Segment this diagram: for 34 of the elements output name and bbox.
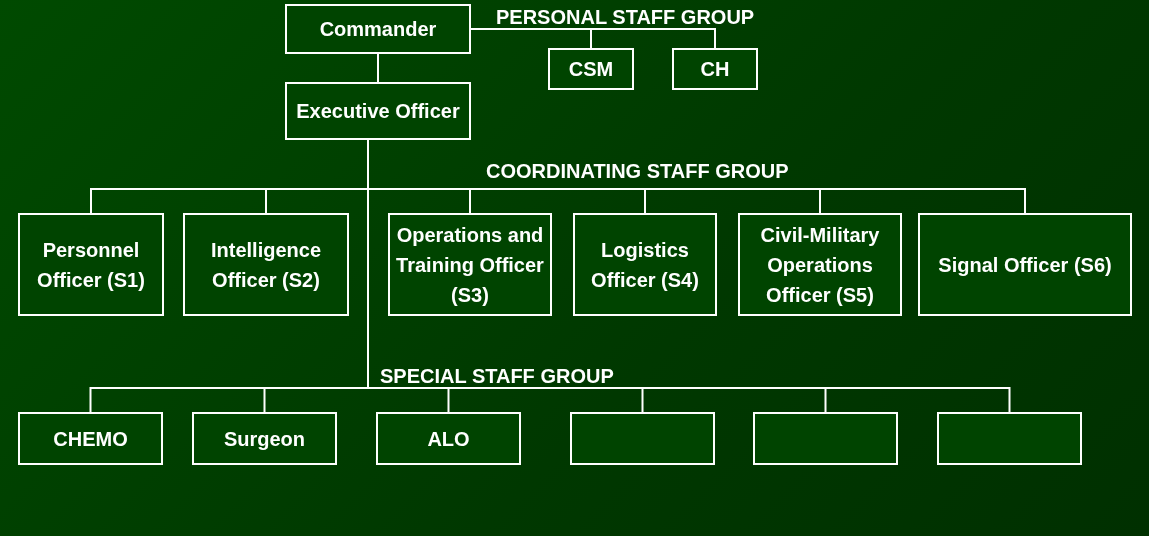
box-label: ALO (426, 426, 471, 452)
connector-line (377, 53, 379, 83)
box-label: Civil-Military Operations Officer (S5) (759, 222, 881, 308)
staff-box (285, 82, 471, 140)
staff-box (738, 213, 902, 316)
box-label: Commander (318, 17, 438, 42)
box-label: Personnel Officer (S1) (36, 237, 146, 293)
box-label: Surgeon (222, 426, 307, 452)
connector-line (470, 28, 716, 49)
staff-box (672, 48, 758, 90)
staff-box (573, 213, 717, 316)
box-label: CHEMO (52, 426, 129, 452)
staff-box (18, 412, 163, 465)
staff-box (918, 213, 1132, 316)
box-label: CSM (567, 57, 615, 82)
box-label: Operations and Training Officer (S3) (395, 222, 545, 308)
staff-box (183, 213, 349, 316)
staff-box (548, 48, 634, 90)
group-heading: COORDINATING STAFF GROUP (486, 160, 789, 182)
empty-box (570, 412, 715, 465)
empty-box (753, 412, 898, 465)
staff-box (18, 213, 164, 316)
staff-box (285, 4, 471, 54)
box-label: Signal Officer (S6) (937, 252, 1113, 278)
staff-box (388, 213, 552, 316)
box-label: Intelligence Officer (S2) (210, 237, 322, 293)
box-label: CH (699, 57, 731, 82)
group-heading: SPECIAL STAFF GROUP (380, 365, 614, 387)
box-label: Logistics Officer (S4) (590, 237, 700, 293)
staff-box (376, 412, 521, 465)
staff-box (192, 412, 337, 465)
box-label: Executive Officer (295, 99, 461, 124)
group-heading: PERSONAL STAFF GROUP (496, 6, 755, 28)
empty-box (937, 412, 1082, 465)
